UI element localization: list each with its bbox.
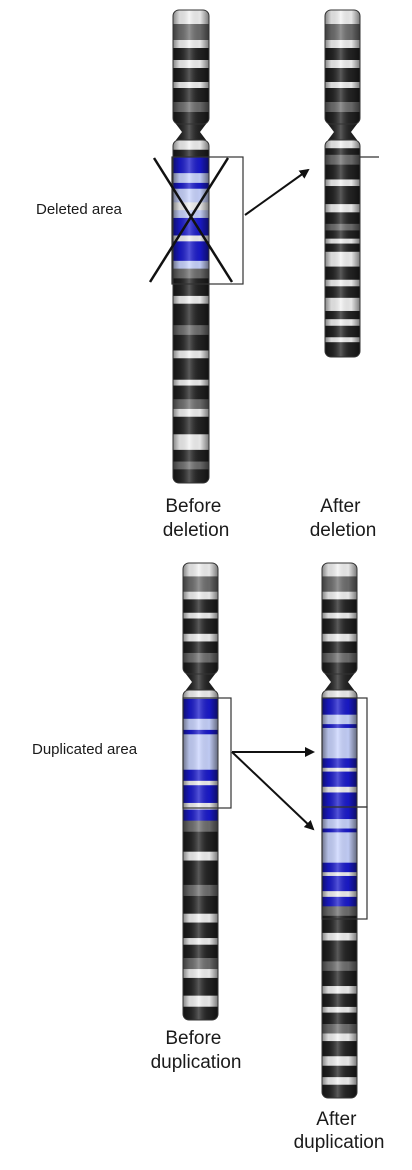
deletion-cross-stroke-2	[148, 157, 230, 283]
before-duplication-caption-line1: Before	[165, 1028, 221, 1049]
deleted-area-label: Deleted area	[36, 201, 123, 218]
chromosome-bands	[173, 10, 209, 483]
chromosome-bands	[322, 563, 357, 1098]
duplication-arrow-2	[231, 751, 315, 831]
chromosome-before-duplication-outline-top	[182, 562, 219, 675]
chromosome-before-deletion-outline-bottom	[172, 139, 210, 484]
chromosome-bands	[183, 563, 218, 1020]
chromosome-before-deletion-outline-top	[172, 9, 210, 125]
chromosome-before-deletion	[172, 9, 210, 484]
after-deletion-caption-line2: deletion	[310, 520, 377, 541]
duplicated-area-label: Duplicated area	[32, 741, 138, 758]
duplicated-copy-box-2	[321, 806, 368, 920]
chromosome-before-deletion-shading	[173, 10, 209, 483]
before-deletion-caption-line1: Before	[165, 496, 221, 517]
chromosome-before-duplication-outline-bottom	[182, 689, 219, 1021]
chromosome-after-duplication-outline-top	[321, 562, 358, 675]
chromosome-after-duplication-shading	[322, 563, 357, 1098]
before-deletion-caption-line2: deletion	[163, 520, 230, 541]
deletion-arrow	[244, 168, 310, 216]
before-duplication-caption-line2: duplication	[151, 1052, 242, 1073]
after-deletion-caption: After deletion	[310, 496, 377, 541]
chromosome-after-deletion-outline-top	[324, 9, 361, 125]
before-duplication-caption: Before duplication	[151, 1028, 242, 1073]
deleted-area-box	[171, 156, 244, 285]
deletion-cross-stroke-1	[152, 157, 234, 283]
chromosome-after-deletion-outline-bottom	[324, 139, 361, 358]
chromosome-bands	[325, 10, 360, 357]
before-deletion-caption: Before deletion	[163, 496, 230, 541]
after-duplication-caption-line1: After	[316, 1109, 357, 1130]
after-deletion-caption-line1: After	[320, 496, 361, 517]
chromosome-before-duplication	[182, 562, 219, 1021]
after-duplication-caption-line2: duplication	[294, 1132, 385, 1153]
duplicated-area-box	[182, 697, 232, 809]
chromosome-after-deletion	[324, 9, 361, 358]
chromosome-before-duplication-shading	[183, 563, 218, 1020]
after-duplication-caption: After duplication	[294, 1109, 385, 1153]
chromosome-after-deletion-shading	[325, 10, 360, 357]
chromosome-after-duplication	[321, 562, 358, 1099]
